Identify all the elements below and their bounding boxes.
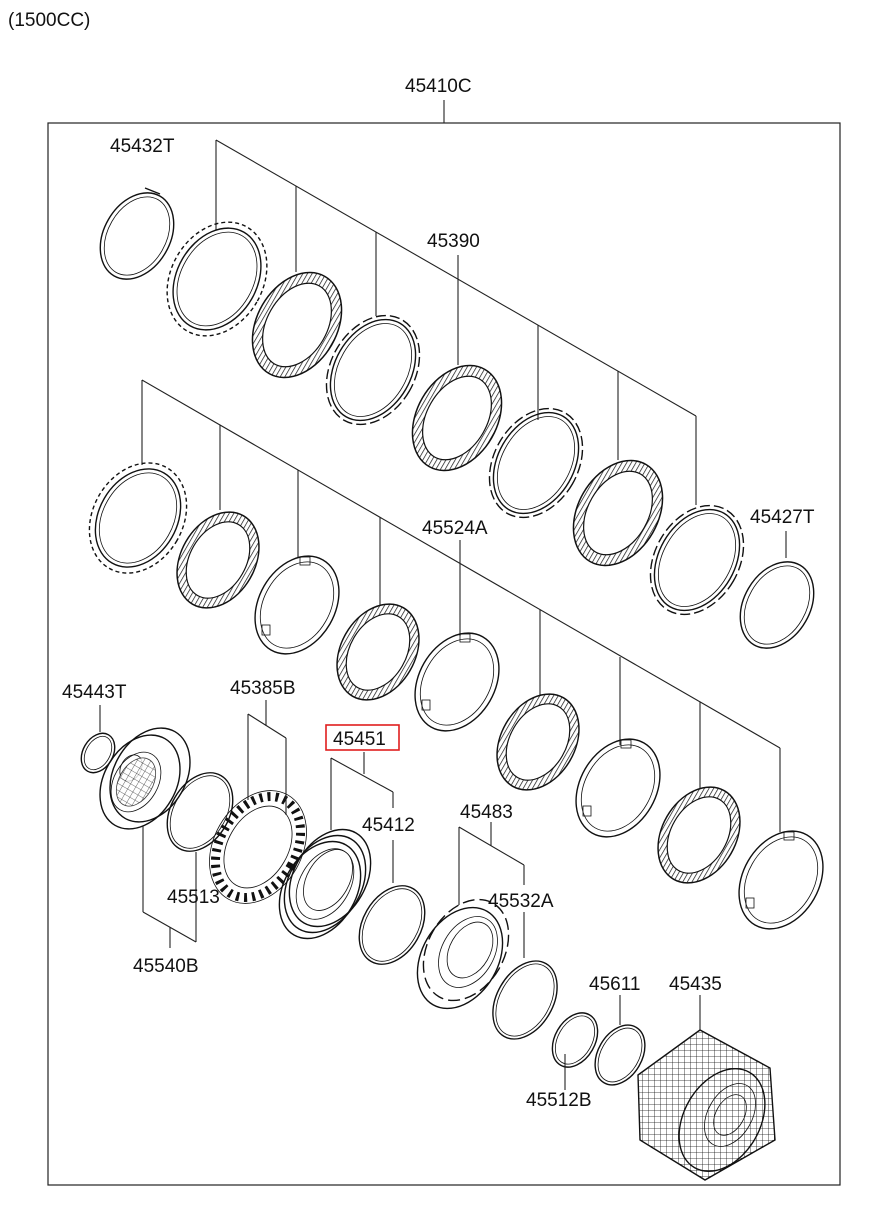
seal-45412 (358, 885, 426, 965)
steel-plate-2 (488, 407, 584, 519)
toothed-plate-2 (88, 462, 188, 574)
snap-ring-45443T (80, 732, 116, 774)
assembly-label: 45410C (405, 76, 472, 97)
label-45524A: 45524A (422, 518, 488, 539)
engine-label: (1500CC) (8, 10, 90, 31)
friction-disc-1 (251, 271, 343, 379)
snap-ring-45427T (739, 561, 815, 649)
label-45435: 45435 (669, 974, 722, 995)
snap-ring-45432T (99, 187, 175, 280)
friction-disc-6 (657, 786, 741, 884)
ring-45611 (594, 1024, 646, 1086)
seal-45532A (492, 960, 558, 1040)
ring-45512B (551, 1012, 599, 1068)
label-45432T: 45432T (110, 136, 175, 157)
label-45532A: 45532A (488, 891, 554, 912)
label-45412: 45412 (362, 815, 415, 836)
label-45483: 45483 (460, 802, 513, 823)
hub-45483 (416, 898, 510, 1010)
piston-45451 (278, 828, 372, 940)
label-45427T: 45427T (750, 507, 815, 528)
label-45513: 45513 (167, 887, 220, 908)
friction-disc-5 (496, 693, 580, 791)
spring-retainer-45385B (209, 790, 307, 904)
pressure-plate-2 (575, 738, 661, 838)
assembly-frame (47, 122, 841, 1186)
pressure-plate-1 (254, 555, 340, 655)
pressure-plate-3 (738, 830, 824, 930)
friction-disc-45390 (411, 364, 503, 472)
friction-disc-4 (336, 603, 420, 701)
steel-plate-1 (325, 314, 421, 426)
label-45451[interactable]: 45451 (333, 729, 386, 750)
drum-45435 (637, 1029, 776, 1181)
highlight-45451[interactable] (325, 724, 400, 751)
label-45443T: 45443T (62, 682, 127, 703)
friction-disc-3 (176, 511, 260, 609)
label-45611: 45611 (589, 974, 640, 995)
friction-disc-2 (572, 459, 664, 567)
label-45385B: 45385B (230, 678, 296, 699)
label-45390: 45390 (427, 231, 480, 252)
pressure-plate-45524A (414, 632, 500, 732)
steel-plate-3 (649, 504, 745, 616)
label-45512B: 45512B (526, 1090, 592, 1111)
label-45540B: 45540B (133, 956, 199, 977)
toothed-plate-1 (166, 221, 268, 337)
